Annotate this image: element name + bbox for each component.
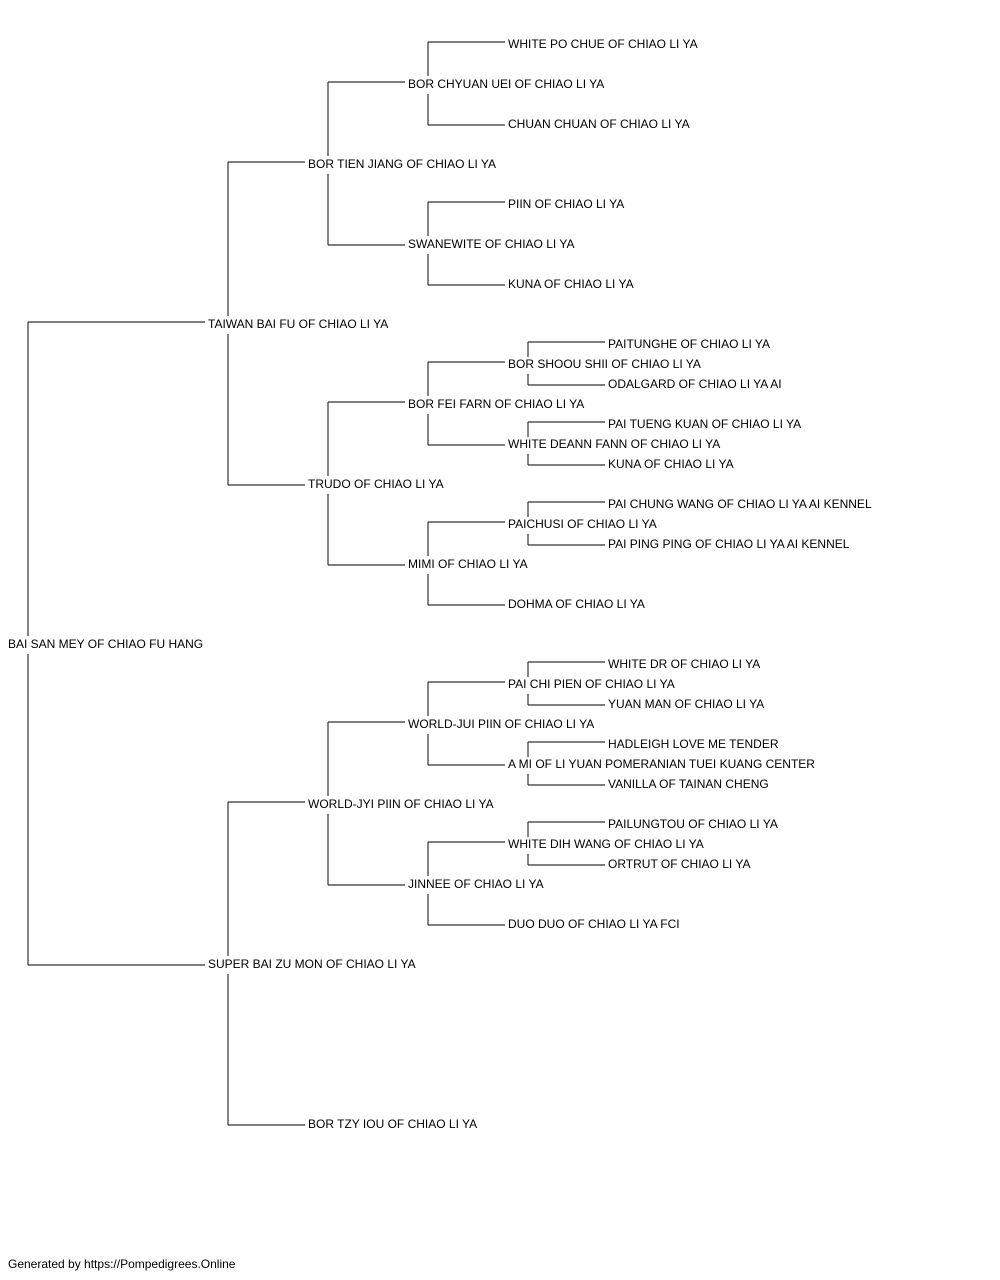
ancestor-name: BOR SHOOU SHII OF CHIAO LI YA [507,357,702,371]
ancestor-name: BOR TIEN JIANG OF CHIAO LI YA [307,157,498,171]
ancestor-name: WHITE DR OF CHIAO LI YA [607,657,762,671]
ancestor-name: ODALGARD OF CHIAO LI YA AI [607,377,783,391]
ancestor-name: PAILUNGTOU OF CHIAO LI YA [607,817,779,831]
ancestor-name: WORLD-JUI PIIN OF CHIAO LI YA [407,717,596,731]
ancestor-name: DUO DUO OF CHIAO LI YA FCI [507,917,681,931]
ancestor-name: BOR CHYUAN UEI OF CHIAO LI YA [407,77,606,91]
ancestor-name: WHITE DEANN FANN OF CHIAO LI YA [507,437,722,451]
ancestor-name: VANILLA OF TAINAN CHENG [607,777,770,791]
dam-name: SUPER BAI ZU MON OF CHIAO LI YA [207,957,417,971]
ancestor-name: WHITE PO CHUE OF CHIAO LI YA [507,37,699,51]
ancestor-name: MIMI OF CHIAO LI YA [407,557,529,571]
ancestor-name: PAI PING PING OF CHIAO LI YA AI KENNEL [607,537,851,551]
ancestor-name: SWANEWITE OF CHIAO LI YA [407,237,576,251]
ancestor-name: BOR TZY IOU OF CHIAO LI YA [307,1117,479,1131]
ancestor-name: TRUDO OF CHIAO LI YA [307,477,445,491]
ancestor-name: JINNEE OF CHIAO LI YA [407,877,545,891]
ancestor-name: WORLD-JYI PIIN OF CHIAO LI YA [307,797,495,811]
subject-dog-name: BAI SAN MEY OF CHIAO FU HANG [7,637,205,651]
ancestor-name: A MI OF LI YUAN POMERANIAN TUEI KUANG CE… [507,757,816,771]
ancestor-name: BOR FEI FARN OF CHIAO LI YA [407,397,586,411]
ancestor-name: DOHMA OF CHIAO LI YA [507,597,646,611]
ancestor-name: PAI CHUNG WANG OF CHIAO LI YA AI KENNEL [607,497,873,511]
ancestor-name: WHITE DIH WANG OF CHIAO LI YA [507,837,705,851]
ancestor-name: PAICHUSI OF CHIAO LI YA [507,517,658,531]
ancestor-name: CHUAN CHUAN OF CHIAO LI YA [507,117,691,131]
ancestor-name: KUNA OF CHIAO LI YA [607,457,735,471]
sire-name: TAIWAN BAI FU OF CHIAO LI YA [207,317,390,331]
ancestor-name: PIIN OF CHIAO LI YA [507,197,626,211]
ancestor-name: PAI CHI PIEN OF CHIAO LI YA [507,677,676,691]
ancestor-name: PAITUNGHE OF CHIAO LI YA [607,337,772,351]
footer-credit: Generated by https://Pompedigrees.Online [8,1257,236,1271]
ancestor-name: KUNA OF CHIAO LI YA [507,277,635,291]
ancestor-name: ORTRUT OF CHIAO LI YA [607,857,752,871]
ancestor-name: HADLEIGH LOVE ME TENDER [607,737,780,751]
ancestor-name: YUAN MAN OF CHIAO LI YA [607,697,766,711]
ancestor-name: PAI TUENG KUAN OF CHIAO LI YA [607,417,803,431]
connector-lines [27,41,605,1126]
